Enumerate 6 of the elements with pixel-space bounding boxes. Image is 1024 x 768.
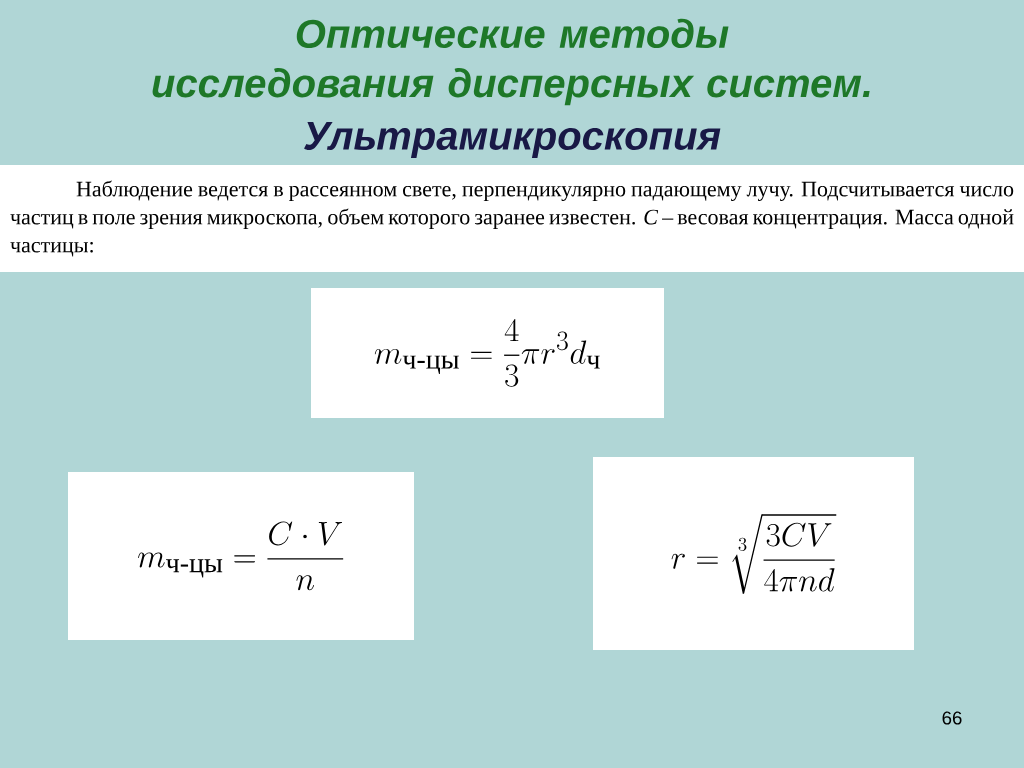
formula-box: $m_{\text{ч-цы}} = \frac{4}{3}\pi r^{3} d_{\text{ч}}$ (311, 288, 664, 418)
formula-box: $r = \sqrt[3]{\frac{3CV}{4\pi n d}}$ (593, 457, 914, 650)
title: Оптические методы исследования дисперсных систем. (152, 18, 870, 106)
formula-box: $m_{\text{ч-цы}} = \frac{C\cdot V}{n}$ (68, 472, 414, 640)
text-panel: Наблюдение ведется в рассеянном свете, перпендикулярно падающему лучу. Подсчитывается число частиц в поле зрения микроскопа, объем которого заранее известен. C – весовая концентрация. Масса одной частицы: (0, 165, 1024, 272)
page-number: 66 (942, 711, 962, 725)
